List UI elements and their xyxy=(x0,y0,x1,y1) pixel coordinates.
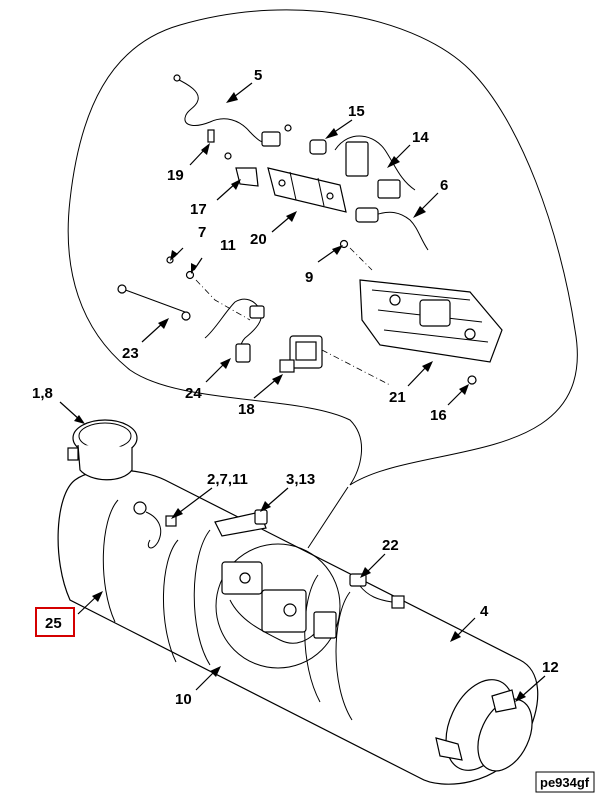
bolt-19 xyxy=(207,129,215,143)
callout-5: 5 xyxy=(254,67,262,84)
callout-6: 6 xyxy=(440,177,448,194)
callout-15: 15 xyxy=(348,103,365,120)
inlet-flange xyxy=(67,419,138,481)
callout-3-13: 3,13 xyxy=(286,471,315,488)
bracket-20 xyxy=(267,167,347,213)
callout-25: 25 xyxy=(45,615,62,632)
nut-11 xyxy=(185,270,195,280)
alignment-line-2 xyxy=(321,349,391,386)
callout-9: 9 xyxy=(305,269,313,286)
nut-16 xyxy=(467,375,477,385)
callout-16: 16 xyxy=(430,407,447,424)
callout-1-8: 1,8 xyxy=(32,385,53,402)
callout-10: 10 xyxy=(175,691,192,708)
callout-22: 22 xyxy=(382,537,399,554)
figure-id-box xyxy=(535,771,595,793)
callout-11: 11 xyxy=(220,237,236,254)
hose-assembly-24 xyxy=(204,298,265,363)
detail-balloon-outline xyxy=(67,9,578,486)
clip-17 xyxy=(224,152,259,187)
figure-id: pe934gf xyxy=(540,775,590,790)
callout-4: 4 xyxy=(480,603,489,620)
clamp-15 xyxy=(284,124,327,155)
sensor-14 xyxy=(334,135,416,199)
callout-18: 18 xyxy=(238,401,255,418)
callout-20: 20 xyxy=(250,231,267,248)
detail-circle xyxy=(215,543,341,669)
mounting-bracket xyxy=(214,509,268,537)
callout-2-7-11: 2,7,11 xyxy=(207,471,248,488)
sensor-harness-5 xyxy=(173,74,281,147)
valve-18 xyxy=(279,335,323,373)
callout-17: 17 xyxy=(190,201,207,218)
sensor-port xyxy=(133,501,177,549)
balloon-connector xyxy=(307,486,349,549)
callout-23: 23 xyxy=(122,345,139,362)
callout-21: 21 xyxy=(389,389,406,406)
callout-7: 7 xyxy=(198,224,206,241)
callout-14: 14 xyxy=(412,129,429,146)
alignment-line-3 xyxy=(349,247,373,271)
tube-23 xyxy=(117,284,191,321)
leader-lines xyxy=(59,82,546,702)
callout-25-highlight-box xyxy=(35,607,75,637)
temperature-sensor-6 xyxy=(355,207,429,251)
outlet-clamp-12 xyxy=(491,689,517,713)
callout-12: 12 xyxy=(542,659,559,676)
callout-24: 24 xyxy=(185,385,202,402)
alignment-line-1 xyxy=(195,279,251,321)
callout-19: 19 xyxy=(167,167,184,184)
dosing-module-21 xyxy=(359,279,503,363)
